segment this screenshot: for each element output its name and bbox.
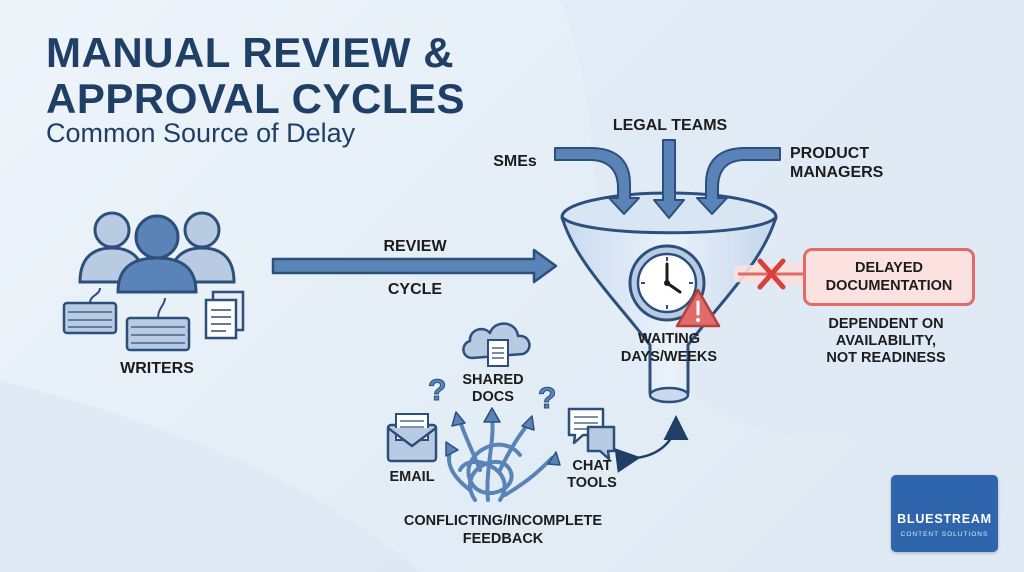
label-line: AVAILABILITY, [835, 333, 937, 349]
label-line: DOCS [472, 389, 514, 405]
label-line: CONFLICTING/INCOMPLETE [403, 513, 603, 529]
label-line: PRODUCT [790, 145, 870, 162]
email-label: EMAIL [389, 469, 435, 485]
shared-docs-label: SHARED DOCS [448, 372, 538, 406]
title-line: APPROVAL CYCLES [46, 75, 466, 122]
bg-shape [0, 380, 420, 572]
conflicting-feedback-label: CONFLICTING/INCOMPLETE FEEDBACK [370, 512, 636, 548]
label-line: DEPENDENT ON [828, 316, 944, 332]
cloud-docs-icon [462, 322, 531, 367]
delayed-documentation-box: DELAYED DOCUMENTATION [803, 248, 975, 306]
page-title: MANUAL REVIEW & APPROVAL CYCLES [46, 30, 465, 122]
smes-label: SMEs [493, 153, 537, 170]
question-mark-icon: ? [538, 382, 556, 415]
warning-icon [675, 288, 721, 328]
writers-label: WRITERS [120, 360, 194, 377]
clock-icon [628, 244, 706, 322]
legal-teams-label: LEGAL TEAMS [612, 117, 728, 134]
email-icon [386, 413, 438, 463]
logo-name: BLUESTREAM [897, 512, 992, 526]
waiting-label: WAITING DAYS/WEEKS [604, 330, 734, 366]
bluestream-logo: BLUESTREAM CONTENT SOLUTIONS [891, 475, 998, 552]
delay-note: DEPENDENT ON AVAILABILITY, NOT READINESS [800, 316, 972, 367]
label-line: DOCUMENTATION [825, 278, 953, 294]
cycle-label: CYCLE [387, 281, 443, 298]
question-mark-icon: ? [428, 374, 446, 407]
label-line: SHARED [462, 372, 524, 388]
title-line: MANUAL REVIEW & [46, 29, 455, 76]
tangled-feedback-arrows [447, 416, 554, 502]
label-line: CHAT [572, 458, 612, 474]
label-line: MANAGERS [790, 164, 884, 181]
feedback-loop-arrow [614, 415, 689, 473]
writers-icon [62, 211, 245, 352]
label-line: WAITING [637, 331, 701, 347]
chat-tools-label: CHAT TOOLS [556, 458, 628, 492]
label-line: DELAYED [855, 260, 923, 276]
input-arrows [554, 139, 781, 219]
chat-icon [567, 407, 616, 461]
product-managers-label: PRODUCT MANAGERS [790, 144, 910, 182]
page-subtitle: Common Source of Delay [46, 118, 356, 148]
label-line: TOOLS [567, 475, 617, 491]
review-label: REVIEW [383, 238, 447, 255]
review-cycle-arrow [271, 248, 558, 284]
blocked-x-icon [757, 258, 786, 290]
tangled-feedback-arrowheads [445, 407, 561, 466]
label-line: NOT READINESS [826, 350, 946, 366]
logo-tagline: CONTENT SOLUTIONS [900, 531, 989, 538]
label-line: DAYS/WEEKS [620, 349, 718, 365]
label-line: FEEDBACK [462, 531, 544, 547]
